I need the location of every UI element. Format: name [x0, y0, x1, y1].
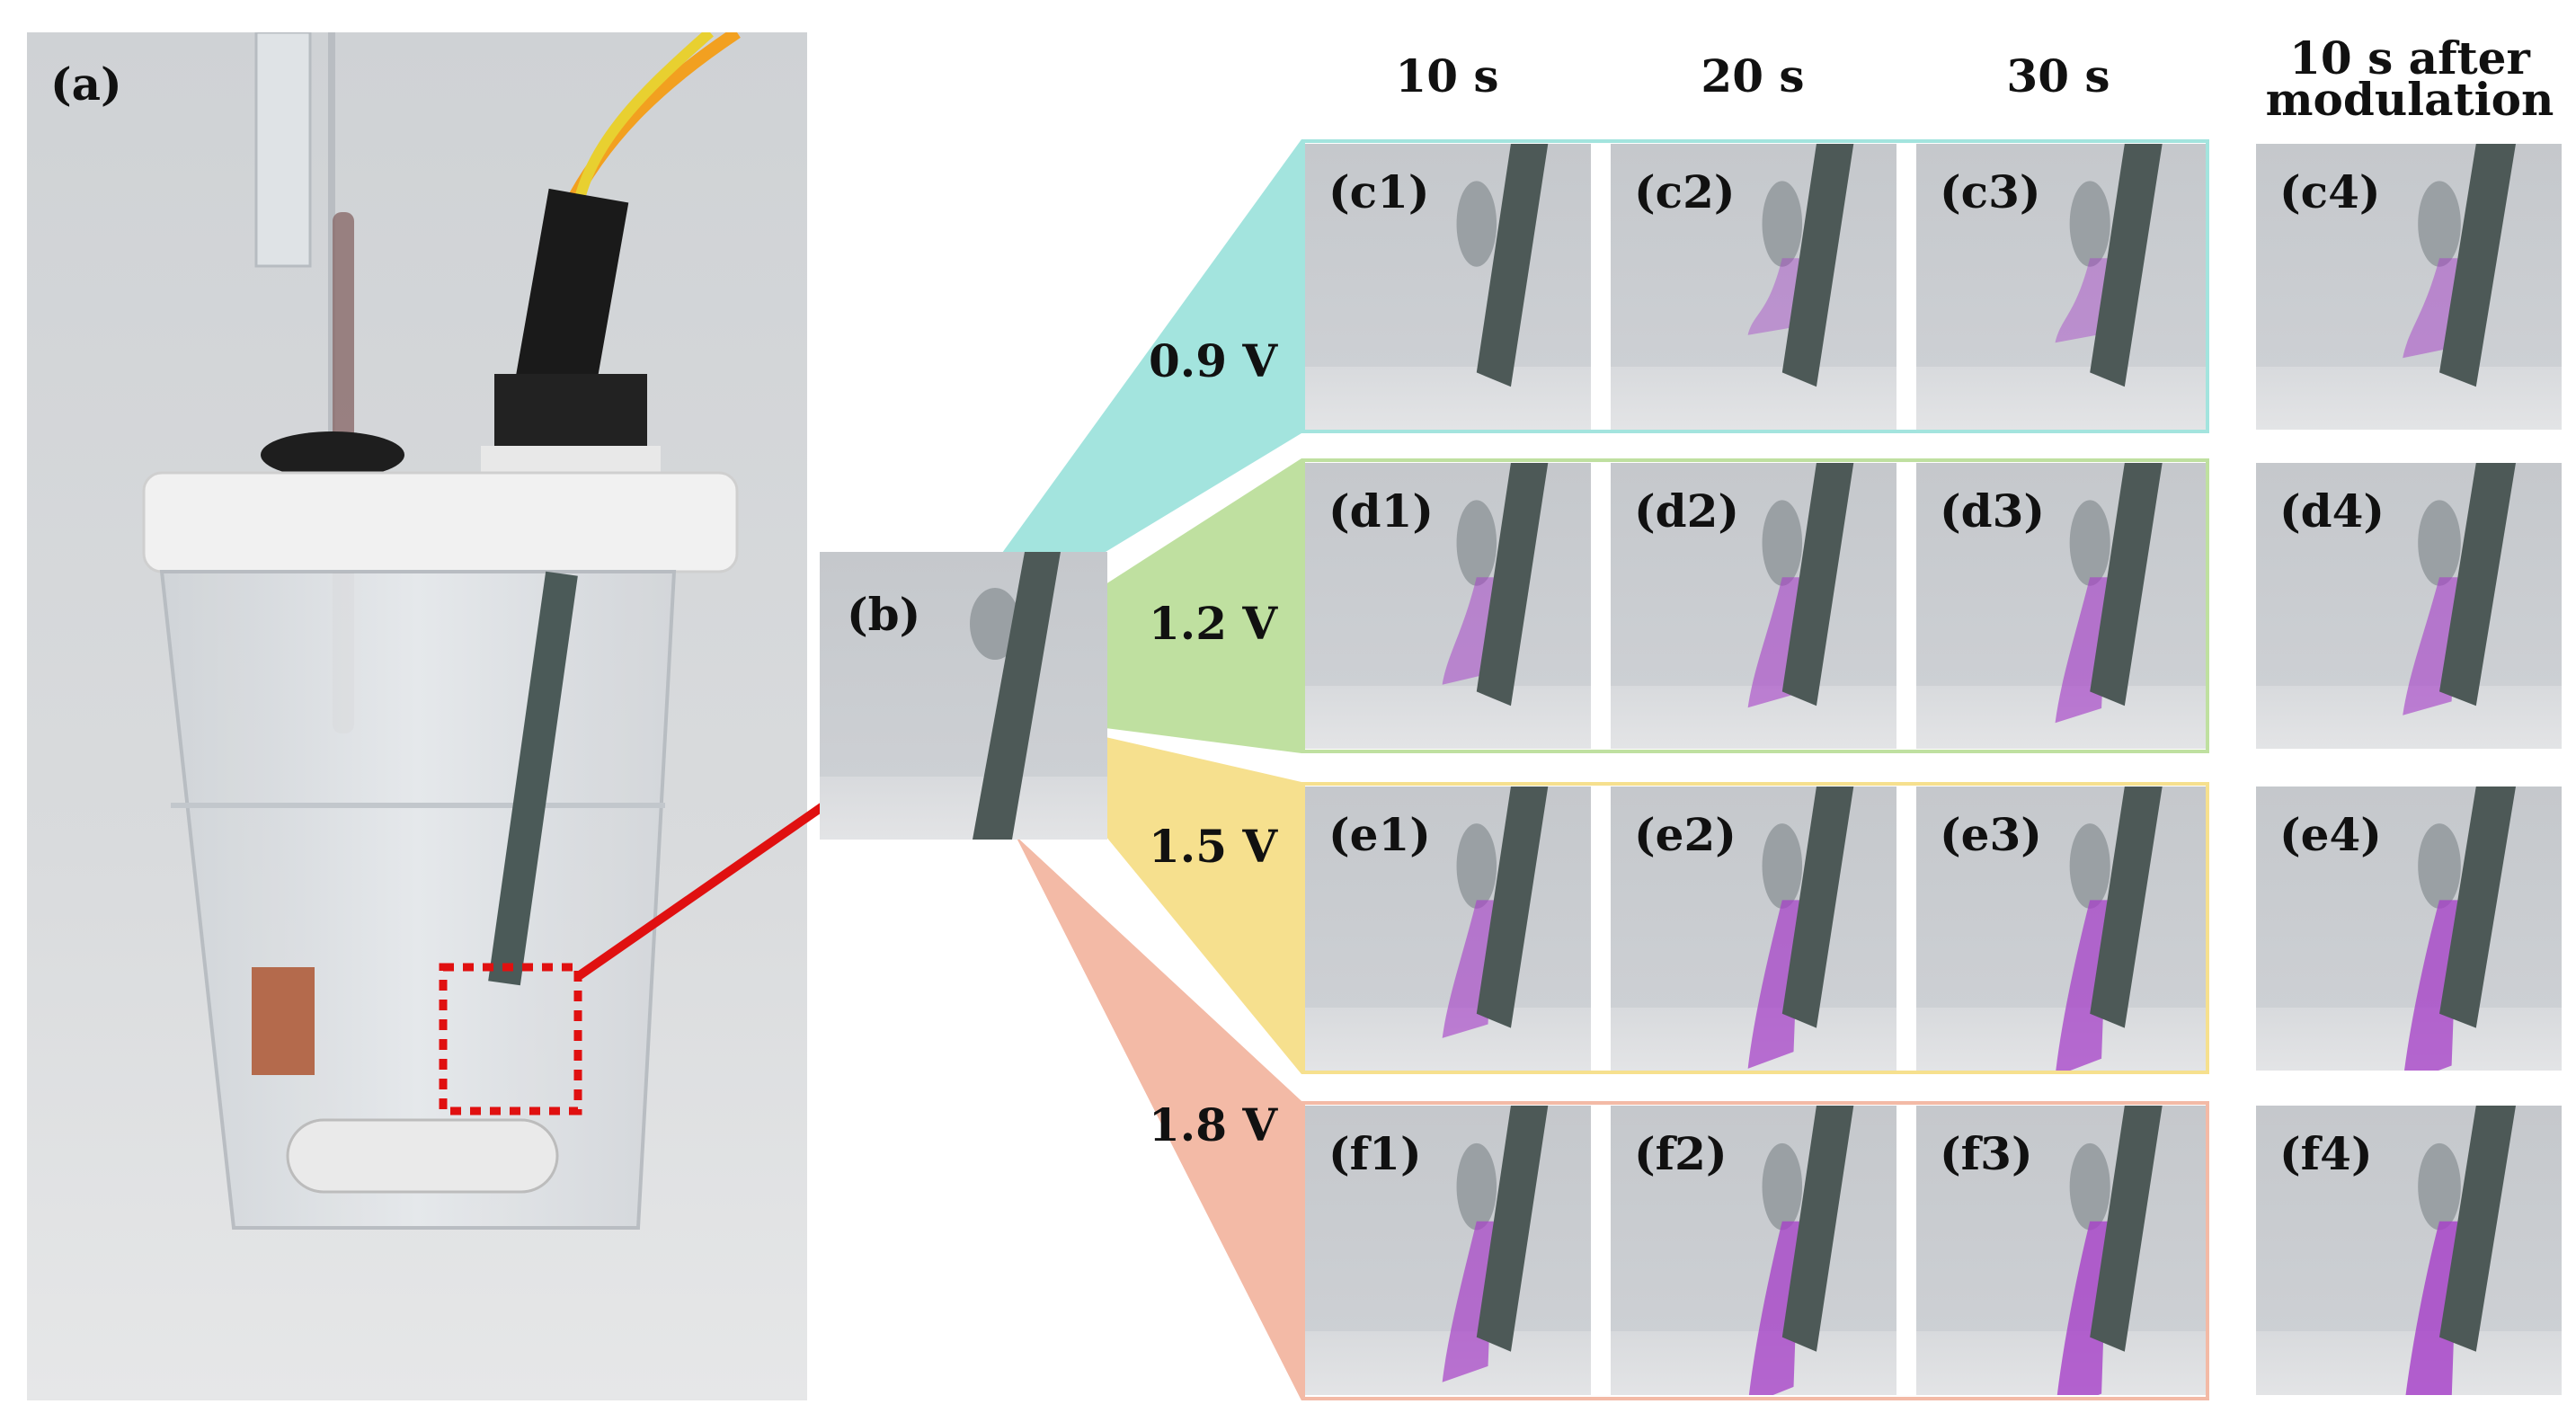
column-header-30s: 30 s — [2006, 49, 2110, 102]
tile-label-d3: (d3) — [1940, 484, 2046, 538]
row-frame-e — [1301, 782, 2209, 1074]
tile-label-e3: (e3) — [1940, 808, 2042, 861]
row-frame-d — [1301, 458, 2209, 753]
tile-d4: (d4) — [2256, 463, 2562, 749]
voltage-label-1-8: 1.8 V — [1149, 1098, 1278, 1151]
column-header-20s: 20 s — [1701, 49, 1805, 102]
tile-c3: (c3) — [1916, 144, 2206, 430]
row-frame-c — [1301, 139, 2209, 433]
tile-f1: (f1) — [1305, 1106, 1591, 1395]
tile-c1: (c1) — [1305, 144, 1591, 430]
tile-label-c4: (c4) — [2279, 165, 2381, 218]
tile-e3: (e3) — [1916, 787, 2206, 1071]
tile-f2: (f2) — [1611, 1106, 1896, 1395]
tile-e4: (e4) — [2256, 787, 2562, 1071]
panel-b-zoom: (b) — [820, 552, 1107, 840]
tile-label-c2: (c2) — [1634, 165, 1736, 218]
tile-c2: (c2) — [1611, 144, 1896, 430]
column-header-after-line2: modulation — [2265, 73, 2554, 126]
photo-cell-setup: (a) — [27, 32, 807, 1400]
panel-label-a: (a) — [50, 58, 122, 111]
tile-label-f4: (f4) — [2279, 1127, 2373, 1180]
voltage-label-0-9: 0.9 V — [1149, 334, 1278, 387]
tile-label-c1: (c1) — [1328, 165, 1430, 218]
tile-label-d4: (d4) — [2279, 484, 2385, 538]
tile-label-e2: (e2) — [1634, 808, 1737, 861]
voltage-label-1-2: 1.2 V — [1149, 597, 1278, 650]
column-header-after-line1: 10 s after — [2289, 31, 2530, 84]
tile-label-d2: (d2) — [1634, 484, 1740, 538]
tile-f3: (f3) — [1916, 1106, 2206, 1395]
tile-e1: (e1) — [1305, 787, 1591, 1071]
column-header-10s: 10 s — [1395, 49, 1499, 102]
tile-label-c3: (c3) — [1940, 165, 2041, 218]
tile-label-f3: (f3) — [1940, 1127, 2033, 1180]
tile-d1: (d1) — [1305, 463, 1591, 749]
tile-d3: (d3) — [1916, 463, 2206, 749]
tile-label-e1: (e1) — [1328, 808, 1431, 861]
panel-label-b: (b) — [847, 588, 921, 641]
tile-label-f2: (f2) — [1634, 1127, 1728, 1180]
tile-c4: (c4) — [2256, 144, 2562, 430]
tile-label-f1: (f1) — [1328, 1127, 1422, 1180]
tile-label-e4: (e4) — [2279, 808, 2382, 861]
cell-setup-illustration — [27, 32, 807, 1400]
row-frame-f — [1301, 1101, 2209, 1400]
tile-d2: (d2) — [1611, 463, 1896, 749]
voltage-label-1-5: 1.5 V — [1149, 820, 1278, 873]
tile-label-d1: (d1) — [1328, 484, 1435, 538]
tile-f4: (f4) — [2256, 1106, 2562, 1395]
tile-e2: (e2) — [1611, 787, 1896, 1071]
